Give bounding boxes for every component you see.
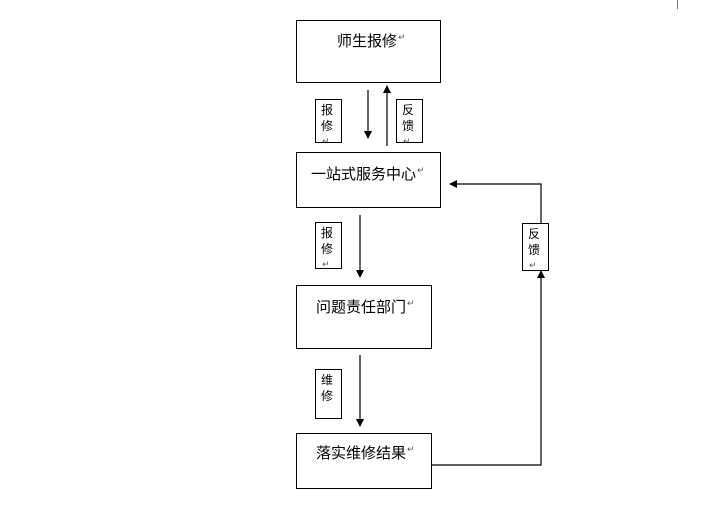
node-service-center-label: 一站式服务中心 [311,165,417,183]
node-result: 落实维修结果↵ [296,433,432,489]
line-result-to-feedback [432,270,545,466]
label-feedback-2-char1: 反 [528,227,541,241]
arrow-feedback-to-center [449,180,542,225]
label-feedback-2-char2: 馈↵ [528,243,541,271]
node-service-center: 一站式服务中心↵ [296,152,441,208]
paragraph-mark: ↵ [417,166,425,176]
node-result-label: 落实维修结果 [316,444,407,462]
label-repair: 维 修 [315,369,342,419]
paragraph-mark: ↵ [407,299,415,309]
label-report-1: 报 修↵ [315,99,342,147]
label-feedback-1-char2: 馈↵ [402,119,415,147]
node-report-label: 师生报修 [337,32,398,50]
paragraph-mark: ↵ [407,445,415,455]
label-report-1-char2: 修↵ [321,119,334,147]
label-repair-char1: 维 [321,373,334,387]
node-report: 师生报修↵ [296,20,441,83]
label-feedback-1-char1: 反 [402,103,415,117]
label-report-2-char2: 修↵ [321,242,334,270]
label-repair-char2: 修 [321,389,334,403]
node-department-label: 问题责任部门 [316,298,407,316]
page-corner-mark [677,0,678,9]
node-department: 问题责任部门↵ [296,285,432,349]
label-report-2-char1: 报 [321,226,334,240]
paragraph-mark: ↵ [398,33,406,43]
label-report-2: 报 修↵ [315,222,342,270]
label-feedback-1: 反 馈↵ [396,99,423,147]
label-report-1-char1: 报 [321,103,334,117]
label-feedback-2: 反 馈↵ [522,223,549,271]
